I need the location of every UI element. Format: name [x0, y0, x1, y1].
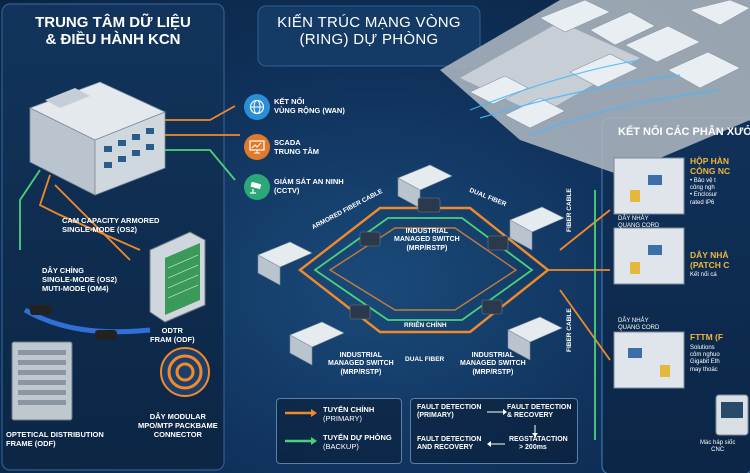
splice-box-title: HỘP HÀN CỔNG NC — [690, 156, 731, 177]
mpo-coil — [160, 347, 210, 397]
park-fiber-lines — [469, 59, 721, 136]
fttm-title: FTTM (F — [690, 332, 724, 342]
left-title-line2: & ĐIỀU HÀNH KCN — [45, 31, 181, 49]
mpo-bundle-cable — [23, 307, 151, 335]
right-panel-title: KẾT NỐI CÁC PHÂN XƯỞ — [618, 126, 750, 138]
patch-cord-label: DÂY CHỈNG SINGLE-MODE (OS2) MUTI-MODE (O… — [42, 266, 118, 293]
dual-fiber-bottom-label: DUAL FIBER — [405, 356, 445, 363]
left-panel-title: TRUNG TÂM DỮ LIỆU & ĐIỀU HÀNH KCN — [10, 14, 216, 49]
ring-factories — [257, 164, 565, 366]
wan-label: KẾT NỐI VÙNG RỘNG (WAN) — [274, 97, 345, 115]
scada-label: SCADA TRUNG TÂM — [274, 138, 319, 156]
fault-regstataction: REGSTATACTION > 200ms — [509, 436, 568, 452]
factory-buildings — [469, 0, 750, 129]
armored-cable-label: CAM CAPACITY ARMORED SINGLE-MODE (OS2) — [62, 216, 160, 234]
cctv-icon — [250, 181, 262, 194]
patch-cord-1-label: DÂY NHẢY QUANG CORD — [618, 216, 660, 230]
cnc-machine — [715, 394, 749, 436]
mpo-connectors — [30, 305, 117, 340]
fault-primary: FAULT DETECTION (PRIMARY) — [417, 404, 482, 420]
fault-flow-arrows — [487, 409, 538, 447]
fiber-cable-label-2: FIBER CABLE — [566, 308, 573, 352]
fault-recovery-box: FAULT DETECTION (PRIMARY) FAULT DETECTIO… — [410, 398, 578, 464]
fttm-text: Solutions côm nghuo Gigabit Eth may thoá… — [690, 345, 720, 373]
fault-and-recovery: FAULT DETECTION AND RECOVERY — [417, 436, 482, 452]
patch-cord-box-title: DÂY NHẢ (PATCH C — [690, 250, 730, 271]
route-legend: TUYẾN CHÍNH (PRIMARY) TUYẾN DỰ PHÒNG (BA… — [276, 398, 402, 464]
mpo-label: DÂY MODULAR MPO/MTP PACKBAME CONNECTOR — [138, 412, 218, 439]
cctv-service-icon — [244, 174, 270, 200]
left-title-line1: TRUNG TÂM DỮ LIỆU — [35, 14, 191, 31]
odf-cabinet — [11, 341, 73, 421]
cctv-label: GIÁM SÁT AN NINH (CCTV) — [274, 177, 344, 195]
ring-primary-label: RRIÊN CHÍNH — [404, 322, 447, 329]
monitor-icon — [249, 140, 265, 154]
fiber-cable-label-1: FIBER CABLE — [566, 188, 573, 232]
wan-service-icon — [244, 94, 270, 120]
ring-switches — [349, 197, 509, 320]
center-panel-title: KIẾN TRÚC MẠNG VÒNG (RING) DỰ PHÒNG — [277, 14, 461, 49]
odtr-rack — [149, 231, 206, 323]
fault-recovery: FAULT DETECTION & RECOVERY — [507, 404, 572, 420]
workshop-rooms — [613, 157, 685, 389]
cnc-label: Mác háp siốc CNC — [700, 440, 736, 454]
patch-cord-2-label: DÂY NHẢY QUANG CORD — [618, 318, 660, 332]
center-title-frame — [257, 5, 481, 67]
patch-cord-box-text: Kết nối cá — [690, 272, 717, 278]
legend-arrows — [285, 409, 317, 445]
data-center-building — [28, 81, 167, 196]
switch-left-label: INDUSTRIAL MANAGED SWITCH (MRP/RSTP) — [328, 352, 394, 376]
odtr-label: ODTR FRAM (ODF) — [150, 326, 195, 344]
globe-icon — [249, 99, 265, 115]
scada-service-icon — [244, 134, 270, 160]
switch-right-label: INDUSTRIAL MANAGED SWITCH (MRP/RSTP) — [460, 352, 526, 376]
odf-label: OPTETICAL DISTRIBUTION FRAME (ODF) — [6, 430, 104, 448]
splice-box-bullets: • Bảo vệ t công ngh • Enclosur rated IP6 — [690, 178, 718, 206]
primary-legend-label: TUYẾN CHÍNH (PRIMARY) — [323, 405, 375, 423]
backup-legend-label: TUYẾN DỰ PHÒNG (BACKUP) — [323, 433, 392, 451]
switch-top-label: INDUSTRIAL MANAGED SWITCH (MRP/RSTP) — [394, 228, 460, 252]
